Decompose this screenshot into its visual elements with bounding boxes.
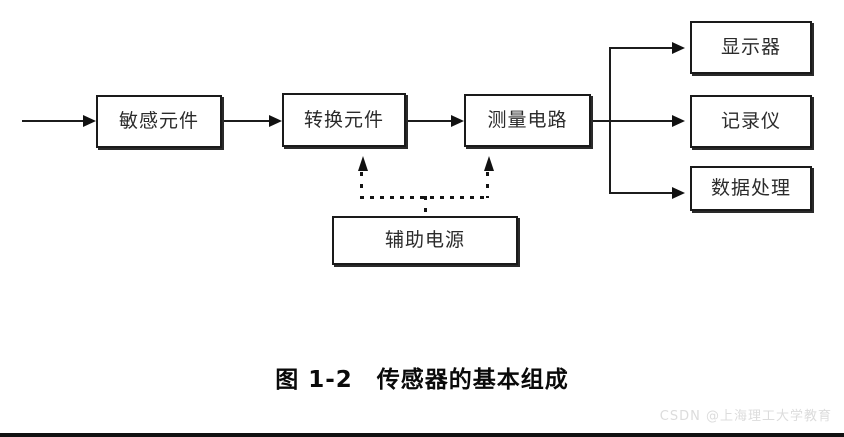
node-display[interactable]: 显示器	[690, 21, 812, 74]
edge-measuring-to-recorder-arrowhead-icon	[672, 115, 685, 127]
node-auxiliary-power[interactable]: 辅助电源	[332, 216, 518, 265]
node-sensitive-element-label: 敏感元件	[118, 110, 199, 132]
node-measuring-circuit[interactable]: 测量电路	[464, 94, 591, 147]
edge-auxiliary-to-measuring-arrowhead-icon	[484, 156, 494, 171]
edge-measuring-to-recorder	[609, 120, 679, 122]
node-conversion-element-label: 转换元件	[303, 108, 384, 131]
output-bus-stub	[593, 120, 611, 122]
edge-sensitive-to-conversion	[224, 120, 270, 122]
bottom-divider	[0, 433, 844, 437]
edge-conversion-to-measuring-arrowhead-icon	[451, 115, 464, 127]
edge-auxiliary-to-conversion-arrowhead-icon	[358, 156, 368, 171]
node-data-processing[interactable]: 数据处理	[690, 166, 812, 211]
figure-caption: 图 1-2 传感器的基本组成	[275, 367, 569, 393]
node-conversion-element[interactable]: 转换元件	[282, 93, 406, 147]
edge-auxiliary-to-measuring	[486, 172, 489, 198]
edge-measuring-to-data-processing	[609, 192, 679, 194]
input-arrowhead-icon	[83, 115, 96, 127]
node-data-processing-label: 数据处理	[710, 177, 791, 199]
edge-sensitive-to-conversion-arrowhead-icon	[269, 115, 282, 127]
edge-measuring-to-data-processing-arrowhead-icon	[672, 187, 685, 199]
edge-auxiliary-power-riser	[424, 196, 427, 216]
edge-measuring-to-display	[609, 47, 679, 49]
input-signal-line	[22, 120, 84, 122]
node-measuring-circuit-label: 测量电路	[487, 109, 568, 131]
node-recorder-label: 记录仪	[720, 110, 781, 132]
node-auxiliary-power-label: 辅助电源	[384, 229, 465, 251]
edge-conversion-to-measuring	[408, 120, 452, 122]
node-display-label: 显示器	[720, 36, 781, 58]
node-recorder[interactable]: 记录仪	[690, 95, 812, 148]
edge-measuring-to-display-arrowhead-icon	[672, 42, 685, 54]
edge-auxiliary-to-conversion	[360, 172, 363, 198]
node-sensitive-element[interactable]: 敏感元件	[96, 95, 222, 148]
csdn-watermark: CSDN @上海理工大学教育	[659, 409, 832, 424]
